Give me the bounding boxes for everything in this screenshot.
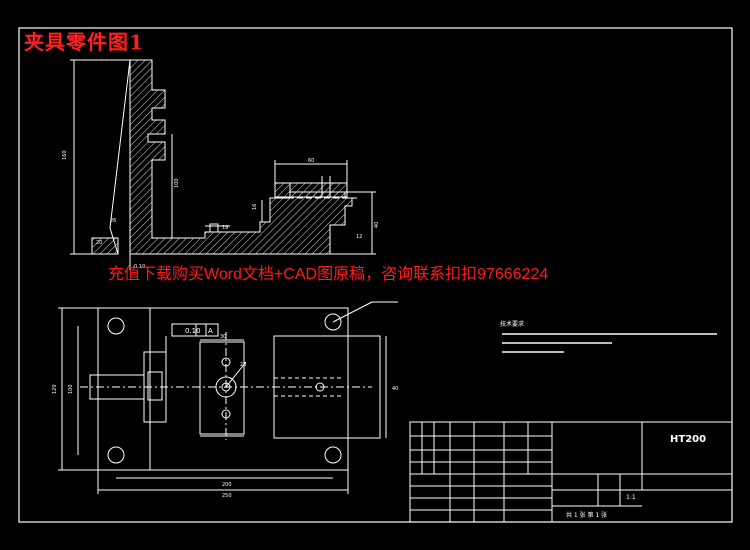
scale-label: 1:1 bbox=[626, 494, 636, 501]
dim-40-b: 40 bbox=[392, 386, 398, 392]
tolerance-value: 0.10 bbox=[185, 327, 201, 335]
dim-20-b: 20 bbox=[240, 362, 246, 368]
dim-250: 250 bbox=[222, 493, 232, 499]
front-section-view bbox=[70, 59, 376, 270]
dim-60: 60 bbox=[308, 158, 314, 164]
dim-30: 30 bbox=[220, 334, 226, 340]
dim-19: 19 bbox=[222, 225, 228, 231]
dim-20: 20 bbox=[96, 240, 102, 246]
dim-12: 12 bbox=[356, 234, 362, 240]
watermark-text: 充值下载购买Word文档+CAD图原稿，咨询联系扣扣97666224 bbox=[108, 266, 549, 283]
plan-view bbox=[58, 301, 398, 494]
title-block bbox=[409, 421, 733, 523]
dim-26: 26 bbox=[110, 218, 116, 224]
datum-letter: A bbox=[208, 327, 213, 335]
dim-200: 200 bbox=[222, 482, 232, 488]
material-label: HT200 bbox=[670, 434, 706, 445]
dim-height-160: 160 bbox=[62, 150, 68, 160]
sheet-info: 共 1 张 第 1 张 bbox=[566, 511, 607, 519]
dim-120: 120 bbox=[52, 384, 58, 394]
dim-height-100: 100 bbox=[174, 178, 180, 188]
dim-16: 16 bbox=[252, 204, 258, 210]
dim-100: 100 bbox=[68, 384, 74, 394]
dim-40: 40 bbox=[374, 222, 380, 228]
tech-notes: 技术要求 bbox=[500, 320, 717, 353]
dim-0-10-top: 0.10 bbox=[134, 264, 145, 270]
tech-notes-title: 技术要求 bbox=[500, 320, 524, 328]
drawing-title: 夹具零件图1 bbox=[24, 30, 144, 54]
drawing-border bbox=[18, 27, 733, 523]
